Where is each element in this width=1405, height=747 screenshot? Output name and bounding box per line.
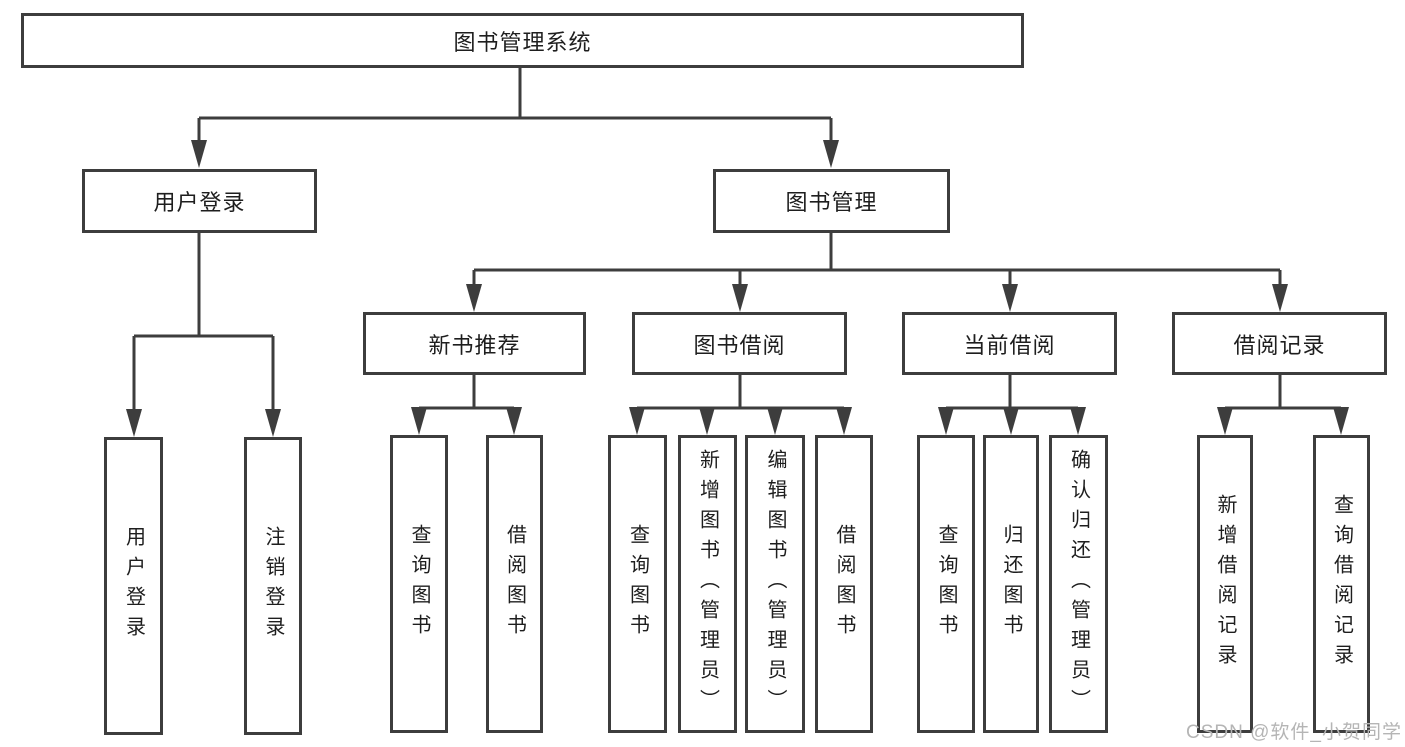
node-label: 查询图书 bbox=[408, 524, 430, 644]
node-user-login: 用户登录 bbox=[82, 169, 317, 233]
leaf-edit-books-admin: 编辑图书（管理员） bbox=[745, 435, 805, 733]
csdn-watermark: CSDN @软件_小贺同学 bbox=[1186, 722, 1402, 743]
node-label: 图书管理 bbox=[785, 190, 878, 215]
node-label: 查询图书 bbox=[626, 524, 649, 644]
leaf-query-books-2: 查询图书 bbox=[608, 435, 667, 733]
arrowheads bbox=[126, 140, 1349, 437]
node-label: 当前借阅 bbox=[963, 332, 1056, 358]
node-label: 确认归还（管理员） bbox=[1067, 449, 1090, 719]
node-label: 借阅图书 bbox=[833, 524, 855, 644]
leaf-logout: 注销登录 bbox=[244, 437, 302, 735]
node-library-system: 图书管理系统 bbox=[21, 13, 1024, 68]
node-book-borrow: 图书借阅 bbox=[632, 312, 847, 375]
node-label: 用户登录 bbox=[122, 526, 145, 646]
node-label: 借阅记录 bbox=[1233, 332, 1326, 358]
leaf-add-borrow-record: 新增借阅记录 bbox=[1197, 435, 1253, 733]
node-label: 编辑图书（管理员） bbox=[764, 449, 786, 719]
node-borrow-records: 借阅记录 bbox=[1172, 312, 1387, 375]
node-label: 查询借阅记录 bbox=[1330, 494, 1353, 674]
leaf-confirm-return-admin: 确认归还（管理员） bbox=[1049, 435, 1108, 733]
node-label: 新增借阅记录 bbox=[1214, 494, 1236, 674]
leaf-borrow-books-1: 借阅图书 bbox=[486, 435, 543, 733]
node-label: 新书推荐 bbox=[428, 332, 521, 358]
node-label: 借阅图书 bbox=[503, 524, 526, 644]
leaf-return-books: 归还图书 bbox=[983, 435, 1039, 733]
node-book-management: 图书管理 bbox=[713, 169, 950, 233]
node-label: 查询图书 bbox=[935, 524, 957, 644]
node-label: 归还图书 bbox=[1000, 524, 1022, 644]
leaf-query-borrow-record: 查询借阅记录 bbox=[1313, 435, 1370, 733]
leaf-user-login: 用户登录 bbox=[104, 437, 163, 735]
node-label: 图书借阅 bbox=[693, 332, 786, 358]
leaf-add-books-admin: 新增图书（管理员） bbox=[678, 435, 737, 733]
node-label: 注销登录 bbox=[262, 526, 284, 646]
node-label: 新增图书（管理员） bbox=[696, 449, 719, 719]
leaf-query-books-1: 查询图书 bbox=[390, 435, 448, 733]
node-new-book-recommend: 新书推荐 bbox=[363, 312, 586, 375]
leaf-query-books-3: 查询图书 bbox=[917, 435, 975, 733]
node-label: 图书管理系统 bbox=[453, 29, 592, 55]
leaf-borrow-books-2: 借阅图书 bbox=[815, 435, 873, 733]
node-label: 用户登录 bbox=[153, 190, 246, 215]
node-current-borrow: 当前借阅 bbox=[902, 312, 1117, 375]
